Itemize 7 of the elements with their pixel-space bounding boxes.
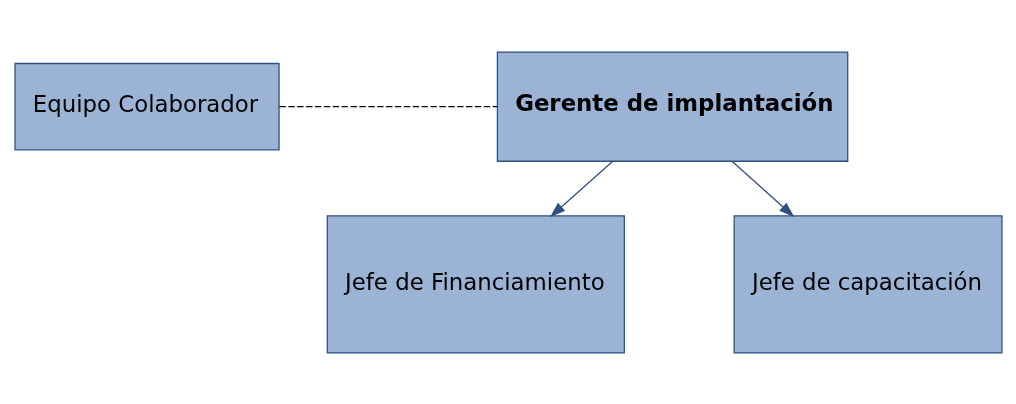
node-box: Equipo Colaborador — [13, 62, 280, 150]
arrow — [731, 160, 794, 217]
node-box: Jefe de Financiamiento — [326, 214, 625, 354]
node-box: Gerente de implantación — [496, 50, 848, 162]
node-box: Jefe de capacitación — [733, 214, 1003, 354]
arrow — [549, 160, 613, 217]
connector — [278, 105, 498, 107]
